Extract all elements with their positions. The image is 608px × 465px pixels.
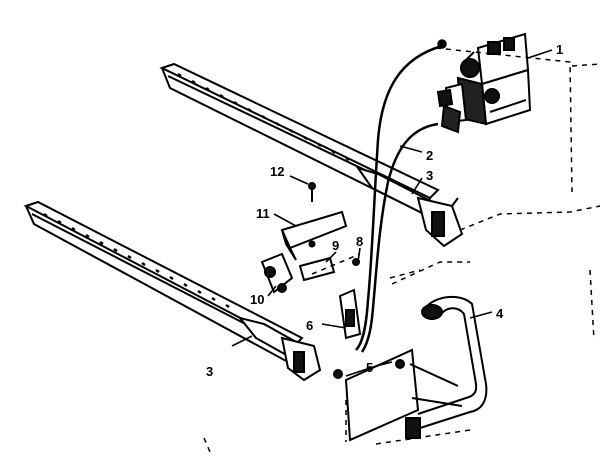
part-label-5: 5 (366, 360, 373, 375)
pilot-tube (355, 39, 447, 353)
part-labels: 1 2 3 3 4 5 6 8 9 10 11 12 (206, 42, 563, 379)
lower-burner (23, 200, 322, 382)
part-label-3-lower: 3 (206, 364, 213, 379)
upper-burner (159, 62, 464, 248)
upper-burner-ports (177, 72, 350, 162)
leader-lines (231, 49, 553, 377)
crossover-tube (405, 295, 488, 439)
part-label-8: 8 (356, 234, 363, 249)
part-label-6: 6 (306, 318, 313, 333)
part-label-11: 11 (256, 206, 270, 221)
lower-burner-ports (43, 212, 230, 309)
part-label-12: 12 (270, 164, 284, 179)
part-label-1: 1 (556, 42, 563, 57)
gas-valve (436, 32, 532, 134)
part-label-9: 9 (332, 238, 339, 253)
mounting-bracket (333, 348, 463, 442)
part-label-4: 4 (496, 306, 504, 321)
part-label-2: 2 (426, 148, 433, 163)
part-label-10: 10 (250, 292, 264, 307)
part-label-3-upper: 3 (426, 168, 433, 183)
cabinet-outline (203, 47, 601, 453)
pilot-assembly (260, 182, 362, 340)
